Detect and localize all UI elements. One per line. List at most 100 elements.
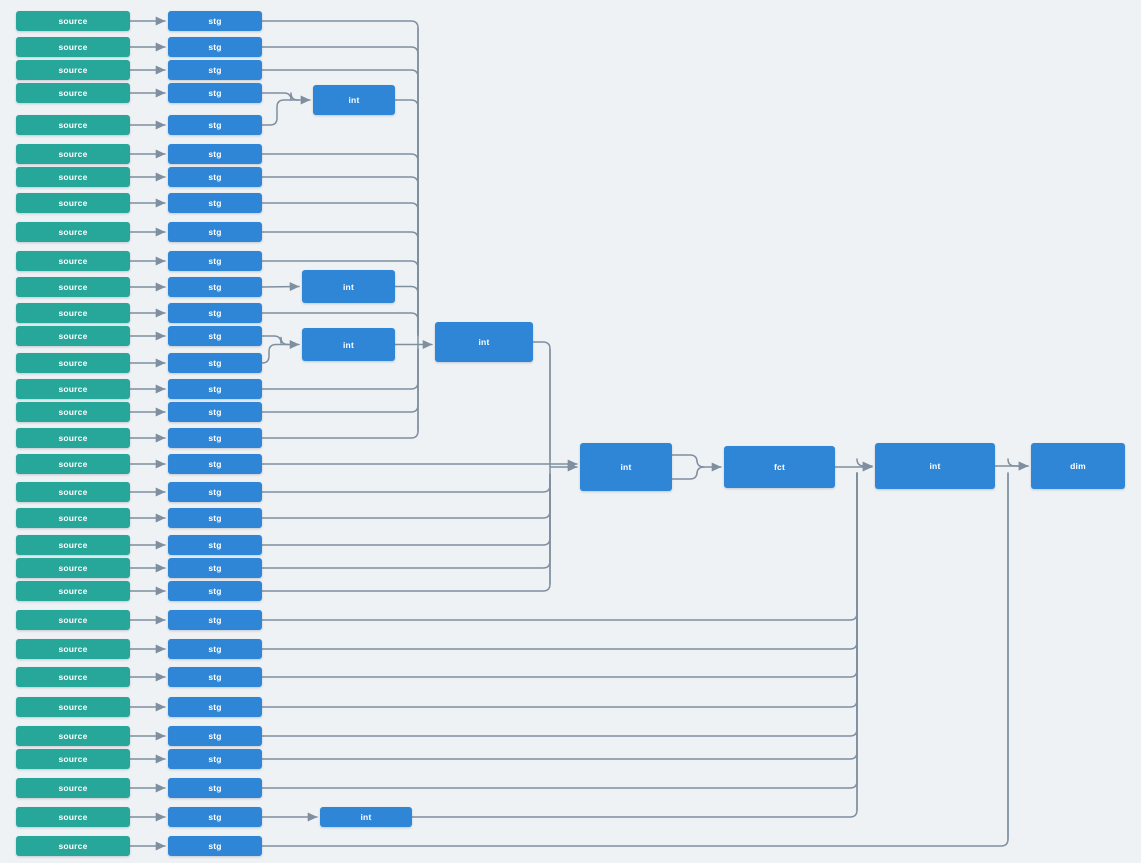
node-source-src30[interactable]: source (16, 778, 130, 798)
node-stg-stg16[interactable]: stg (168, 402, 262, 422)
node-stg-stg1[interactable]: stg (168, 11, 262, 31)
node-stg-stg18[interactable]: stg (168, 454, 262, 474)
node-stg-stg30[interactable]: stg (168, 778, 262, 798)
node-stg-stg14[interactable]: stg (168, 353, 262, 373)
node-source-src27[interactable]: source (16, 697, 130, 717)
edge-stg11-to-intB (261, 282, 300, 292)
node-source-src25[interactable]: source (16, 639, 130, 659)
node-stg-stg19[interactable]: stg (168, 482, 262, 502)
node-source-src32[interactable]: source (16, 836, 130, 856)
edge-stg19-to-intE-trunk (261, 473, 551, 493)
edge-trunk-intF-head (856, 458, 873, 471)
node-stg-stg25[interactable]: stg (168, 639, 262, 659)
node-stg-stg5[interactable]: stg (168, 115, 262, 135)
node-label: stg (208, 65, 222, 75)
node-stg-stg26[interactable]: stg (168, 667, 262, 687)
node-source-src21[interactable]: source (16, 535, 130, 555)
node-stg-stg7[interactable]: stg (168, 167, 262, 187)
node-stg-stg15[interactable]: stg (168, 379, 262, 399)
node-stg-stg10[interactable]: stg (168, 251, 262, 271)
node-label: source (58, 198, 88, 208)
node-source-src2[interactable]: source (16, 37, 130, 57)
edge-stg30-to-intF-trunk (261, 472, 858, 789)
node-source-src24[interactable]: source (16, 610, 130, 630)
node-stg-stg22[interactable]: stg (168, 558, 262, 578)
edge-intB-to-intD-trunk (394, 285, 419, 336)
node-label: source (58, 331, 88, 341)
node-source-src14[interactable]: source (16, 353, 130, 373)
node-stg-stg3[interactable]: stg (168, 60, 262, 80)
node-label: source (58, 754, 88, 764)
node-source-src5[interactable]: source (16, 115, 130, 135)
node-stg-stg13[interactable]: stg (168, 326, 262, 346)
node-int-intD[interactable]: int (435, 322, 533, 362)
node-dim-dim1[interactable]: dim (1031, 443, 1125, 489)
node-label: source (58, 540, 88, 550)
node-int-intF[interactable]: int (875, 443, 995, 489)
node-stg-stg29[interactable]: stg (168, 749, 262, 769)
node-source-src3[interactable]: source (16, 60, 130, 80)
node-stg-stg28[interactable]: stg (168, 726, 262, 746)
node-source-src15[interactable]: source (16, 379, 130, 399)
node-stg-stg8[interactable]: stg (168, 193, 262, 213)
node-source-src29[interactable]: source (16, 749, 130, 769)
node-label: stg (208, 731, 222, 741)
node-source-src19[interactable]: source (16, 482, 130, 502)
node-source-src31[interactable]: source (16, 807, 130, 827)
node-stg-stg31[interactable]: stg (168, 807, 262, 827)
edge-intG-to-intF-trunk (411, 472, 858, 818)
node-stg-stg9[interactable]: stg (168, 222, 262, 242)
node-source-src17[interactable]: source (16, 428, 130, 448)
node-label: source (58, 615, 88, 625)
node-source-src12[interactable]: source (16, 303, 130, 323)
node-label: stg (208, 540, 222, 550)
node-label: source (58, 812, 88, 822)
node-stg-stg2[interactable]: stg (168, 37, 262, 57)
node-source-src6[interactable]: source (16, 144, 130, 164)
node-fct-fct1[interactable]: fct (724, 446, 835, 488)
node-stg-stg4[interactable]: stg (168, 83, 262, 103)
node-source-src26[interactable]: source (16, 667, 130, 687)
node-source-src4[interactable]: source (16, 83, 130, 103)
node-stg-stg21[interactable]: stg (168, 535, 262, 555)
node-source-src13[interactable]: source (16, 326, 130, 346)
node-source-src22[interactable]: source (16, 558, 130, 578)
node-stg-stg27[interactable]: stg (168, 697, 262, 717)
node-source-src20[interactable]: source (16, 508, 130, 528)
node-int-intA[interactable]: int (313, 85, 395, 115)
node-label: fct (774, 462, 785, 472)
node-source-src7[interactable]: source (16, 167, 130, 187)
node-stg-stg32[interactable]: stg (168, 836, 262, 856)
node-int-intE[interactable]: int (580, 443, 672, 491)
node-stg-stg11[interactable]: stg (168, 277, 262, 297)
node-source-src23[interactable]: source (16, 581, 130, 601)
node-source-src10[interactable]: source (16, 251, 130, 271)
node-label: stg (208, 586, 222, 596)
node-int-intB[interactable]: int (302, 270, 395, 303)
node-source-src9[interactable]: source (16, 222, 130, 242)
node-source-src8[interactable]: source (16, 193, 130, 213)
node-label: stg (208, 227, 222, 237)
node-stg-stg17[interactable]: stg (168, 428, 262, 448)
node-stg-stg20[interactable]: stg (168, 508, 262, 528)
node-label: source (58, 384, 88, 394)
node-int-intG[interactable]: int (320, 807, 412, 827)
node-source-src18[interactable]: source (16, 454, 130, 474)
node-stg-stg23[interactable]: stg (168, 581, 262, 601)
node-int-intC[interactable]: int (302, 328, 395, 361)
node-label: source (58, 16, 88, 26)
node-label: stg (208, 644, 222, 654)
node-stg-stg6[interactable]: stg (168, 144, 262, 164)
node-label: stg (208, 149, 222, 159)
node-label: source (58, 227, 88, 237)
node-label: int (343, 281, 354, 292)
node-stg-stg24[interactable]: stg (168, 610, 262, 630)
node-label: stg (208, 812, 222, 822)
node-source-src1[interactable]: source (16, 11, 130, 31)
node-source-src11[interactable]: source (16, 277, 130, 297)
node-source-src28[interactable]: source (16, 726, 130, 746)
node-source-src16[interactable]: source (16, 402, 130, 422)
node-label: source (58, 407, 88, 417)
node-stg-stg12[interactable]: stg (168, 303, 262, 323)
node-label: stg (208, 256, 222, 266)
